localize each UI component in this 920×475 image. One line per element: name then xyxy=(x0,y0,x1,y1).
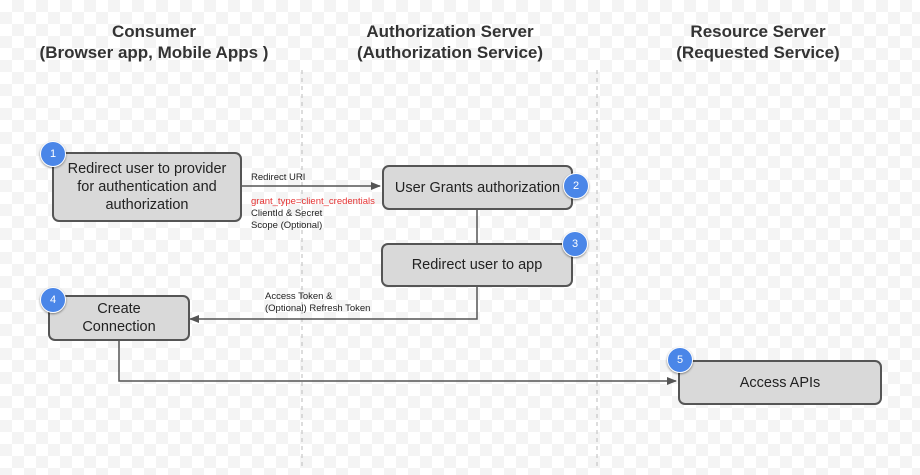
lane-header-consumer: Consumer (Browser app, Mobile Apps ) xyxy=(4,21,304,63)
step-create-connection: Create Connection xyxy=(48,295,190,341)
step-1-text-line-3: authorization xyxy=(105,197,189,213)
lane-title-resource-server: Resource Server xyxy=(690,22,826,41)
grant-type-label: grant_type=client_credentials xyxy=(251,196,375,207)
access-token-label: Access Token & xyxy=(265,291,333,302)
refresh-token-label: (Optional) Refresh Token xyxy=(265,303,371,314)
lane-header-resource-server: Resource Server (Requested Service) xyxy=(608,21,908,63)
step-5-text: Access APIs xyxy=(739,374,821,391)
redirect-uri-label: Redirect URI xyxy=(251,172,306,183)
step-5-badge: 5 xyxy=(667,347,693,373)
step-2-text: User Grants authorization xyxy=(394,179,561,196)
arrow-connection-to-api xyxy=(118,340,677,385)
lane-title-consumer: Consumer xyxy=(111,22,197,41)
step-4-text-line-1: Create xyxy=(97,301,141,317)
step-redirect-to-provider: Redirect user to provider for authentica… xyxy=(52,152,242,222)
arrow-token-to-consumer xyxy=(189,286,478,323)
lane-subtitle-authorization-server: (Authorization Service) xyxy=(356,43,544,62)
lane-title-authorization-server: Authorization Server xyxy=(366,22,534,41)
step-1-text-line-2: for authentication and xyxy=(77,179,217,195)
step-3-badge: 3 xyxy=(562,231,588,257)
access-token-annotation: Access Token & (Optional) Refresh Token xyxy=(265,291,370,315)
step-4-badge: 4 xyxy=(40,287,66,313)
step-1-text-line-1: Redirect user to provider xyxy=(67,161,227,177)
step-redirect-user-to-app: Redirect user to app xyxy=(381,243,573,287)
step-user-grants-authorization: User Grants authorization xyxy=(382,165,573,210)
step-2-badge: 2 xyxy=(563,173,589,199)
scope-optional-label: Scope (Optional) xyxy=(251,220,323,231)
step-1-badge: 1 xyxy=(40,141,66,167)
step-3-text: Redirect user to app xyxy=(411,257,543,273)
lane-subtitle-resource-server: (Requested Service) xyxy=(676,43,840,62)
lane-subtitle-consumer: (Browser app, Mobile Apps ) xyxy=(39,43,269,62)
client-id-secret-label: ClientId & Secret xyxy=(251,208,323,219)
step-4-text-line-2: Connection xyxy=(82,319,156,335)
redirect-uri-annotation: Redirect URI xyxy=(251,172,305,184)
redirect-params-annotation: grant_type=client_credentials ClientId &… xyxy=(251,196,375,232)
step-access-apis: Access APIs xyxy=(678,360,882,405)
lane-header-authorization-server: Authorization Server (Authorization Serv… xyxy=(300,21,600,63)
